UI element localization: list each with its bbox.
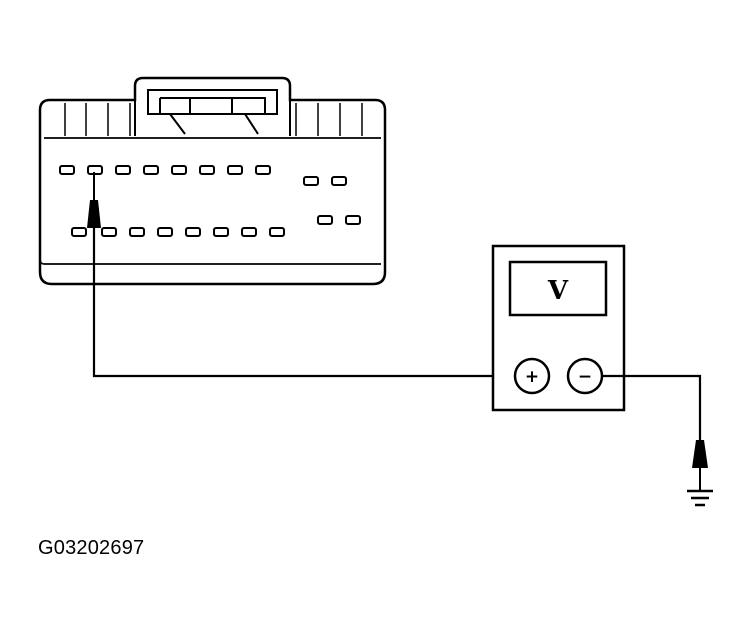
connector-terminals-lower-row	[71, 215, 361, 237]
connector	[38, 76, 387, 286]
positive-lead-wire	[92, 228, 514, 378]
voltmeter-symbol: V	[547, 276, 569, 306]
voltmeter-display	[508, 260, 608, 317]
positive-terminal	[513, 357, 551, 395]
negative-terminal-label: −	[578, 367, 592, 387]
ground-probe	[692, 440, 708, 490]
negative-lead-wire	[602, 374, 702, 440]
figure-id: G03202697	[38, 537, 145, 559]
voltmeter: V + −	[491, 244, 626, 412]
positive-terminal-label: +	[525, 367, 539, 387]
test-probe	[87, 172, 101, 228]
connector-terminals-upper-row	[59, 165, 347, 186]
ground-icon	[687, 489, 713, 507]
